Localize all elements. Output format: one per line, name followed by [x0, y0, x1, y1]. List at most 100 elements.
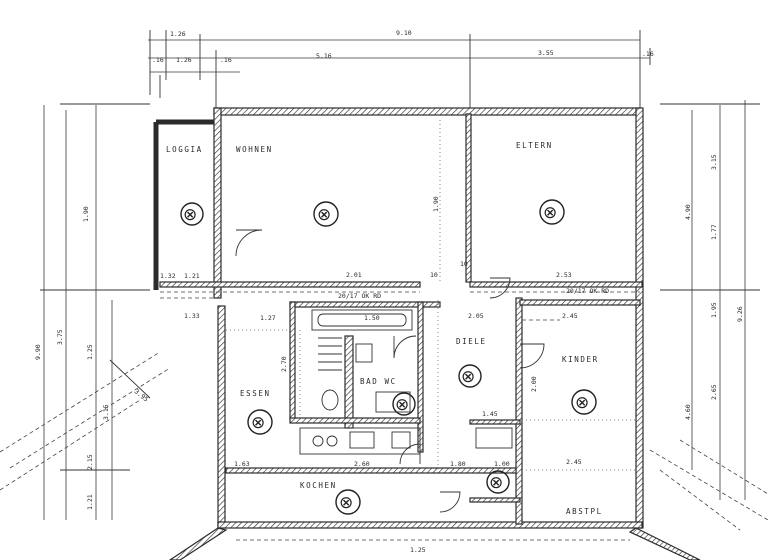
diag-line	[659, 469, 741, 531]
dim-right-927: 9.26	[736, 306, 744, 322]
wall-west	[217, 305, 226, 529]
dim-ok-right: 20/17 OK RD	[566, 287, 609, 295]
kitchen-counter	[299, 427, 421, 455]
room-label-eltern: ELTERN	[516, 141, 553, 150]
wall-eltern-south	[469, 281, 643, 288]
room-label-kochen: KOCHEN	[300, 481, 337, 490]
dim-top-e: 1.26	[176, 56, 192, 64]
room-label-essen: ESSEN	[240, 389, 271, 398]
dim-left-215: 2.15	[86, 454, 94, 470]
kitchen-sink	[349, 431, 375, 449]
wc-bowl	[321, 389, 339, 411]
wall-east	[635, 107, 644, 529]
diag-line	[0, 351, 161, 453]
wall-bad-east	[417, 301, 424, 453]
radiator-symbol-kochen	[335, 489, 361, 515]
washbasin	[355, 343, 373, 363]
dim-diag-395: 3.95	[133, 387, 150, 403]
radiator-symbol-abstell	[486, 470, 510, 494]
diagonal-dimensions-left	[0, 351, 171, 491]
dim-145: 1.45	[482, 410, 498, 418]
radiator-symbol-bad	[392, 392, 416, 416]
door-kinder	[519, 343, 545, 369]
door-entrance	[439, 491, 461, 513]
dim-133: 1.33	[184, 312, 200, 320]
diag-line	[679, 439, 768, 495]
dim-245: 2.45	[562, 312, 578, 320]
wall-bad-west	[289, 301, 296, 421]
diag-line	[9, 367, 171, 469]
radiator-glyph: ⊗	[339, 493, 353, 513]
dim-260: 2.60	[354, 460, 370, 468]
radiator-glyph: ⊗	[395, 395, 409, 415]
bay-window-bottom	[168, 527, 701, 560]
radiator-glyph: ⊗	[183, 205, 197, 225]
kitchen-cabinet	[391, 431, 411, 449]
dim-200-vert: 2.00	[530, 376, 538, 392]
radiator-glyph: ⊗	[489, 473, 503, 493]
dim-top-total: 9.10	[396, 29, 412, 37]
radiator-symbol-kinder	[571, 389, 597, 415]
dim-bottom: 1.25	[410, 546, 426, 554]
dim-top-c: 3.55	[538, 49, 554, 57]
dim-row-e: 10	[460, 260, 468, 268]
bay-wall-right	[628, 527, 701, 560]
dim-190-vert: 1.90	[432, 196, 440, 212]
right-dimension-chains	[660, 100, 760, 500]
top-dimension-chains	[148, 30, 651, 110]
interior-walls	[159, 113, 643, 525]
radiator-symbols: ⊗ ⊗ ⊗ ⊗ ⊗ ⊗ ⊗ ⊗ ⊗	[180, 199, 597, 515]
dim-left-990: 9.90	[34, 344, 42, 360]
door-loggia	[235, 229, 263, 257]
door-bad	[393, 335, 417, 359]
bathtub-inner	[317, 313, 407, 327]
abstell-cabinet	[475, 427, 513, 449]
dim-270-vert: 2.70	[280, 356, 288, 372]
wall-wohnen-south	[159, 281, 421, 288]
dim-245b: 2.45	[566, 458, 582, 466]
dim-right-490: 4.90	[684, 204, 692, 220]
room-label-wohnen: WOHNEN	[236, 145, 273, 154]
wall-abstell-south	[469, 497, 521, 503]
wall-abstell	[469, 419, 521, 425]
dim-row-d: 10	[430, 271, 438, 279]
bathroom-fixtures	[311, 309, 413, 413]
dim-205: 2.05	[468, 312, 484, 320]
door-eltern	[489, 277, 511, 299]
dim-ok-left: 20/17 OK RD	[338, 292, 381, 300]
dim-row-a: 1.32	[160, 272, 176, 280]
dim-right-177: 1.77	[710, 224, 718, 240]
stove-burner	[312, 435, 324, 447]
dim-top-g: .16	[220, 56, 232, 64]
diag-line	[649, 449, 768, 521]
radiator-symbol-eltern	[539, 199, 565, 225]
dim-left-390: 1.90	[82, 206, 90, 222]
wall-kinder-north	[519, 299, 641, 306]
dim-top-a: 1.26	[170, 30, 186, 38]
dim-left-375: 3.75	[56, 329, 64, 345]
radiator-glyph: ⊗	[575, 393, 589, 413]
diag-line	[0, 399, 141, 491]
wall-shaft	[344, 335, 354, 429]
wall-wohnen-eltern	[465, 113, 472, 283]
dim-top-f: .16	[152, 56, 164, 64]
room-label-kinder: KINDER	[562, 355, 599, 364]
radiator-glyph: ⊗	[317, 205, 331, 225]
dim-top-d: .16	[642, 50, 654, 58]
wall-south	[217, 521, 643, 529]
stove-burner	[326, 435, 338, 447]
dim-180: 1.80	[450, 460, 466, 468]
radiator-glyph: ⊗	[543, 203, 557, 223]
dim-100: 1.00	[494, 460, 510, 468]
door-swings	[235, 229, 545, 513]
radiator-glyph: ⊗	[251, 413, 265, 433]
diag-tick	[109, 359, 151, 399]
dim-row-b: 2.01	[346, 271, 362, 279]
dim-row-c: 2.53	[556, 271, 572, 279]
dim-127: 1.27	[260, 314, 276, 322]
wall-north-west	[213, 107, 222, 299]
wall-kochen-north	[225, 467, 517, 474]
dim-row-a2: 1.21	[184, 272, 200, 280]
